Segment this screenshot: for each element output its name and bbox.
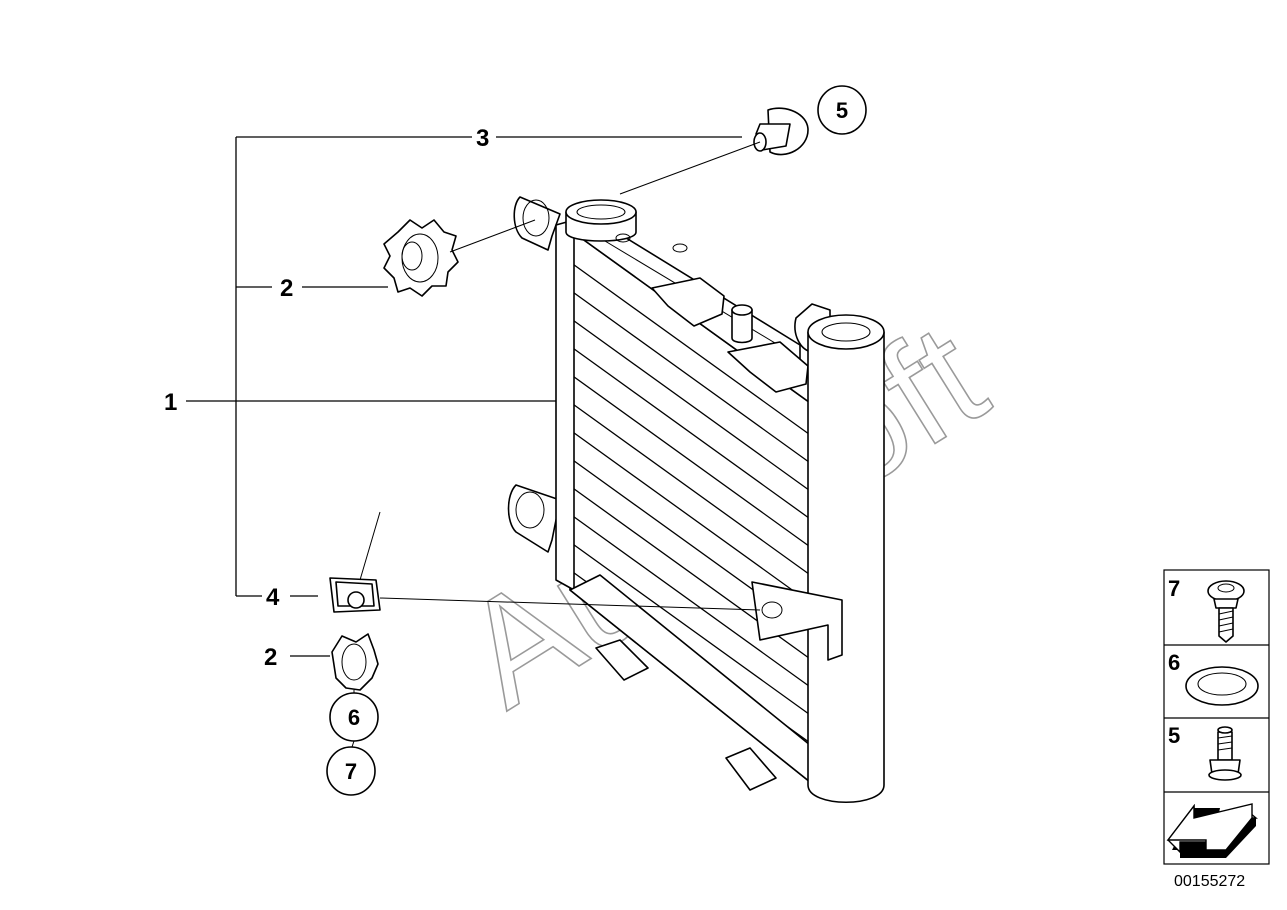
- circled-ref-5: 5: [817, 85, 867, 135]
- callout-3: 3: [476, 125, 489, 152]
- legend-item-6: 6: [1168, 650, 1180, 675]
- legend-panel: 7 6 5: [1163, 569, 1270, 865]
- screw-part-5: [753, 107, 809, 156]
- washer-icon: [1185, 666, 1259, 706]
- cooler-fins: [569, 261, 821, 751]
- svg-text:7: 7: [345, 759, 357, 784]
- circled-ref-6: 6: [329, 692, 379, 742]
- screw-icon: [1207, 580, 1245, 643]
- direction-arrow-icon: [1166, 803, 1258, 858]
- svg-text:6: 6: [348, 705, 360, 730]
- bolt-icon: [1208, 726, 1242, 781]
- callout-2-upper: 2: [280, 275, 293, 302]
- oil-cooler: [507, 196, 885, 804]
- leader-lines: [186, 136, 761, 700]
- legend-item-5: 5: [1168, 723, 1180, 748]
- callout-2-lower: 2: [264, 644, 277, 671]
- legend-item-7: 7: [1168, 576, 1180, 601]
- callout-1: 1: [164, 389, 177, 416]
- callout-4: 4: [266, 584, 280, 611]
- circled-ref-7: 7: [326, 746, 376, 796]
- svg-text:5: 5: [836, 98, 848, 123]
- grommet-part-2-lower: [331, 633, 379, 691]
- grommet-part-2-upper: [383, 219, 459, 297]
- clip-nut-part-4: [329, 577, 381, 613]
- diagram-code: 00155272: [1174, 873, 1245, 890]
